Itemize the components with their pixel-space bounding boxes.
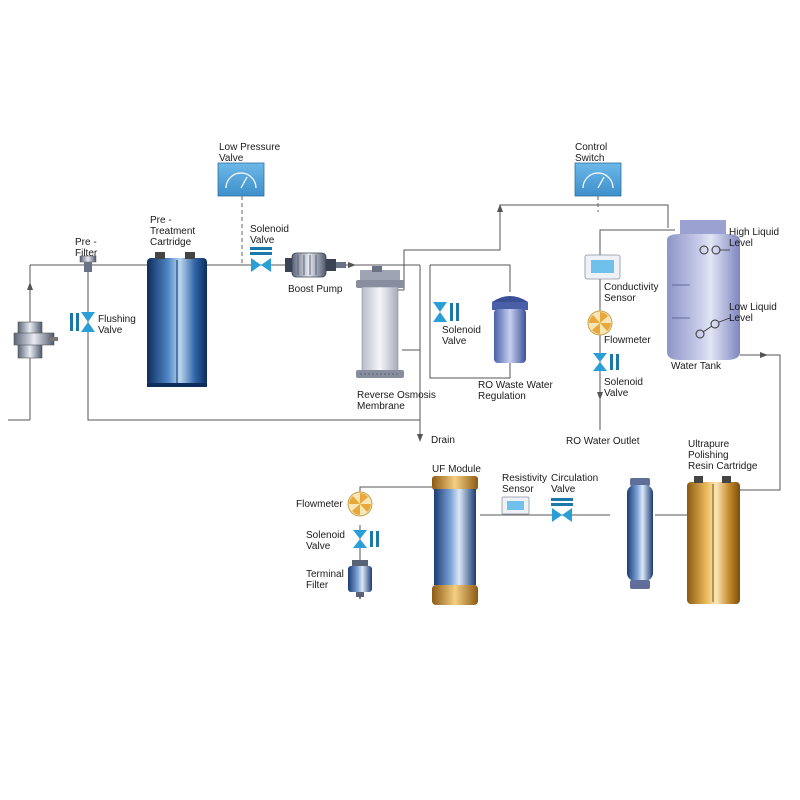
label-flowmeter-terminal: Flowmeter [296, 499, 343, 510]
conductivity-sensor [584, 254, 621, 280]
circulation-filter [627, 478, 653, 589]
inlet-manifold [13, 321, 58, 359]
water-tank [667, 220, 740, 360]
solenoid-valve-waste [433, 302, 459, 322]
ultrapure-cartridge [687, 476, 740, 604]
label-ro-water-outlet: RO Water Outlet [566, 436, 640, 447]
low-pressure-gauge [217, 162, 265, 197]
uf-module [432, 476, 478, 605]
flushing-valve [70, 312, 95, 332]
label-drain: Drain [431, 435, 455, 446]
ro-waste-housing [492, 296, 528, 363]
ro-membrane [356, 266, 404, 378]
boost-pump [285, 252, 346, 278]
terminal-filter [348, 560, 372, 597]
label-water-tank: Water Tank [671, 361, 722, 372]
control-switch-gauge [574, 162, 622, 197]
solenoid-valve-terminal [353, 530, 379, 548]
label-boost-pump: Boost Pump [288, 284, 343, 295]
circulation-valve [551, 498, 573, 522]
pre-treatment-cartridge [147, 252, 207, 387]
label-pre-filter: Pre -Filter [75, 237, 98, 259]
solenoid-valve-ro [593, 353, 619, 371]
pre-filter [79, 255, 97, 272]
solenoid-valve-inlet [250, 247, 272, 272]
flowmeter-terminal [347, 491, 373, 517]
flowmeter-ro [587, 310, 613, 336]
label-uf-module: UF Module [432, 464, 481, 475]
resistivity-sensor [501, 496, 530, 515]
pipe-network [8, 204, 781, 560]
label-flowmeter-ro: Flowmeter [604, 335, 651, 346]
